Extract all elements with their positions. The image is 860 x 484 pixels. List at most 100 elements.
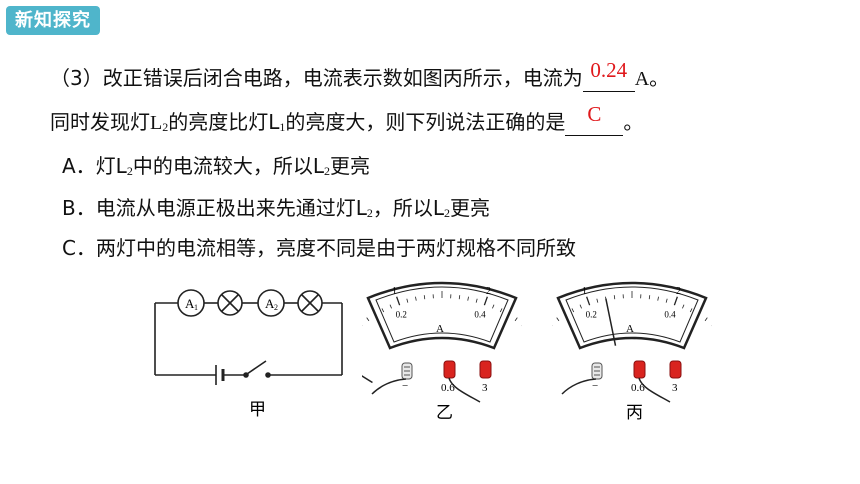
scale-tick <box>665 298 668 303</box>
text-segment: 更亮 <box>450 196 491 220</box>
scale-label-bottom: 0.4 <box>474 310 486 320</box>
scale-tick <box>423 295 426 300</box>
text-segment: ，所以L <box>372 196 445 220</box>
meter-scale <box>552 291 712 327</box>
terminal-neg: − <box>591 362 603 392</box>
terminal-3-label: 3 <box>672 382 678 394</box>
scale-tick <box>704 317 708 322</box>
subscript: 2 <box>162 120 169 134</box>
scale-label-bottom: 0.2 <box>586 310 597 320</box>
circuit-diagram: A 1 A 2 甲 <box>154 289 343 420</box>
terminal-06-label: 0.6 <box>631 382 645 394</box>
scale-tick <box>586 296 591 306</box>
meter-scale-labels: 0010.220.430.6 <box>582 286 681 320</box>
scale-tick <box>396 296 401 306</box>
scale-tick <box>483 296 488 306</box>
ammeter-a1: A 1 <box>177 289 205 317</box>
text-segment: 的亮度大，则下列说法正确的是 <box>285 110 566 134</box>
text-segment: 更亮 <box>329 154 370 178</box>
ammeter-subscript: 1 <box>194 303 198 312</box>
terminal-neg-label: − <box>592 380 598 392</box>
caption-yi: 乙 <box>436 403 453 423</box>
scale-tick <box>657 296 659 301</box>
answer-blank-2: C <box>565 102 624 136</box>
scale-tick <box>381 308 385 313</box>
scale-tick <box>507 312 511 317</box>
scale-tick <box>366 317 370 322</box>
meter-scale-labels: 0010.220.430.6 <box>392 286 491 320</box>
scale-tick <box>373 312 377 317</box>
scale-tick <box>406 298 409 303</box>
terminal-06: 0.6 <box>631 360 646 394</box>
answer-choice: C <box>587 102 602 126</box>
scale-tick <box>499 308 503 313</box>
scale-label-top: 2 <box>676 286 681 297</box>
scale-label-top: 1 <box>582 286 587 297</box>
subscript: 2 <box>444 206 451 220</box>
scale-tick <box>673 296 678 306</box>
text-segment: A．灯L <box>62 154 127 178</box>
option-c: C．两灯中的电流相等，亮度不同是由于两灯规格不同所致 <box>62 236 576 260</box>
meter-needle <box>605 298 617 346</box>
scale-tick <box>467 296 469 301</box>
scale-tick <box>563 312 567 317</box>
scale-tick <box>689 308 693 313</box>
meter-needle <box>362 375 373 384</box>
section-badge: 新知探究 <box>6 6 100 35</box>
terminal-3-label: 3 <box>482 382 488 394</box>
option-b: B．电流从电源正极出来先通过灯L2，所以L2更亮 <box>62 192 490 221</box>
question-line-1: （3）改正错误后闭合电路，电流表示数如图丙所示，电流为 0.24 A。 <box>50 58 670 92</box>
text-segment: 同时发现灯L <box>50 112 163 134</box>
ammeter-subscript: 2 <box>274 303 278 312</box>
subscript: 2 <box>366 206 373 220</box>
scale-tick <box>579 304 582 309</box>
question-line-2: 同时发现灯L2的亮度比灯L1的亮度大，则下列说法正确的是 C 。 <box>50 102 644 136</box>
ammeter-bing: 0010.220.430.6 A − 0.6 3 丙 <box>552 281 712 423</box>
subscript: 2 <box>126 164 133 178</box>
text-segment: B．电流从电源正极出来先通过灯L <box>62 196 367 220</box>
scale-tick <box>596 298 599 303</box>
ammeter-a2: A 2 <box>257 289 285 317</box>
text-segment: 中的电流较大，所以L <box>132 154 324 178</box>
scale-label-top: 2 <box>486 286 491 297</box>
lamp-l1 <box>217 290 243 316</box>
scale-tick <box>475 298 478 303</box>
scale-tick <box>389 304 392 309</box>
terminal-3: 3 <box>479 360 492 394</box>
scale-tick <box>648 295 651 300</box>
scale-tick <box>697 312 701 317</box>
subscript: 2 <box>323 164 330 178</box>
subscript: 1 <box>279 120 286 134</box>
option-a: A．灯L2中的电流较大，所以L2更亮 <box>62 150 370 179</box>
scale-tick <box>458 295 461 300</box>
ammeter-label: A <box>265 296 275 311</box>
meter-unit: A <box>626 323 634 335</box>
question-text: （3）改正错误后闭合电路，电流表示数如图丙所示，电流为 <box>50 66 583 90</box>
unit-text: A。 <box>634 68 670 90</box>
text-segment: 的亮度比灯L <box>168 110 280 134</box>
terminal-06-label: 0.6 <box>441 382 455 394</box>
scale-label-bottom: 0.4 <box>664 310 676 320</box>
scale-tick <box>415 296 417 301</box>
meter-unit: A <box>436 323 444 335</box>
scale-label-bottom: 0.2 <box>396 310 407 320</box>
scale-tick <box>514 317 518 322</box>
scale-tick <box>682 304 685 309</box>
answer-blank-1: 0.24 <box>582 58 635 92</box>
caption-bing: 丙 <box>626 403 643 423</box>
caption-jia: 甲 <box>249 400 266 420</box>
terminal-neg: − <box>401 362 413 392</box>
terminal-neg-label: − <box>402 380 408 392</box>
lamp-l2 <box>297 290 323 316</box>
meter-scale <box>362 291 522 327</box>
text-segment: 。 <box>623 110 644 134</box>
scale-tick <box>571 308 575 313</box>
terminal-3: 3 <box>669 360 682 394</box>
ammeter-yi: 0010.220.430.6 A − 0.6 3 乙 <box>362 281 522 423</box>
terminal-06: 0.6 <box>441 360 456 394</box>
scale-label-top: 1 <box>392 286 397 297</box>
ammeter-label: A <box>185 296 195 311</box>
answer-current: 0.24 <box>590 58 628 82</box>
scale-tick <box>492 304 495 309</box>
scale-tick <box>556 317 560 322</box>
